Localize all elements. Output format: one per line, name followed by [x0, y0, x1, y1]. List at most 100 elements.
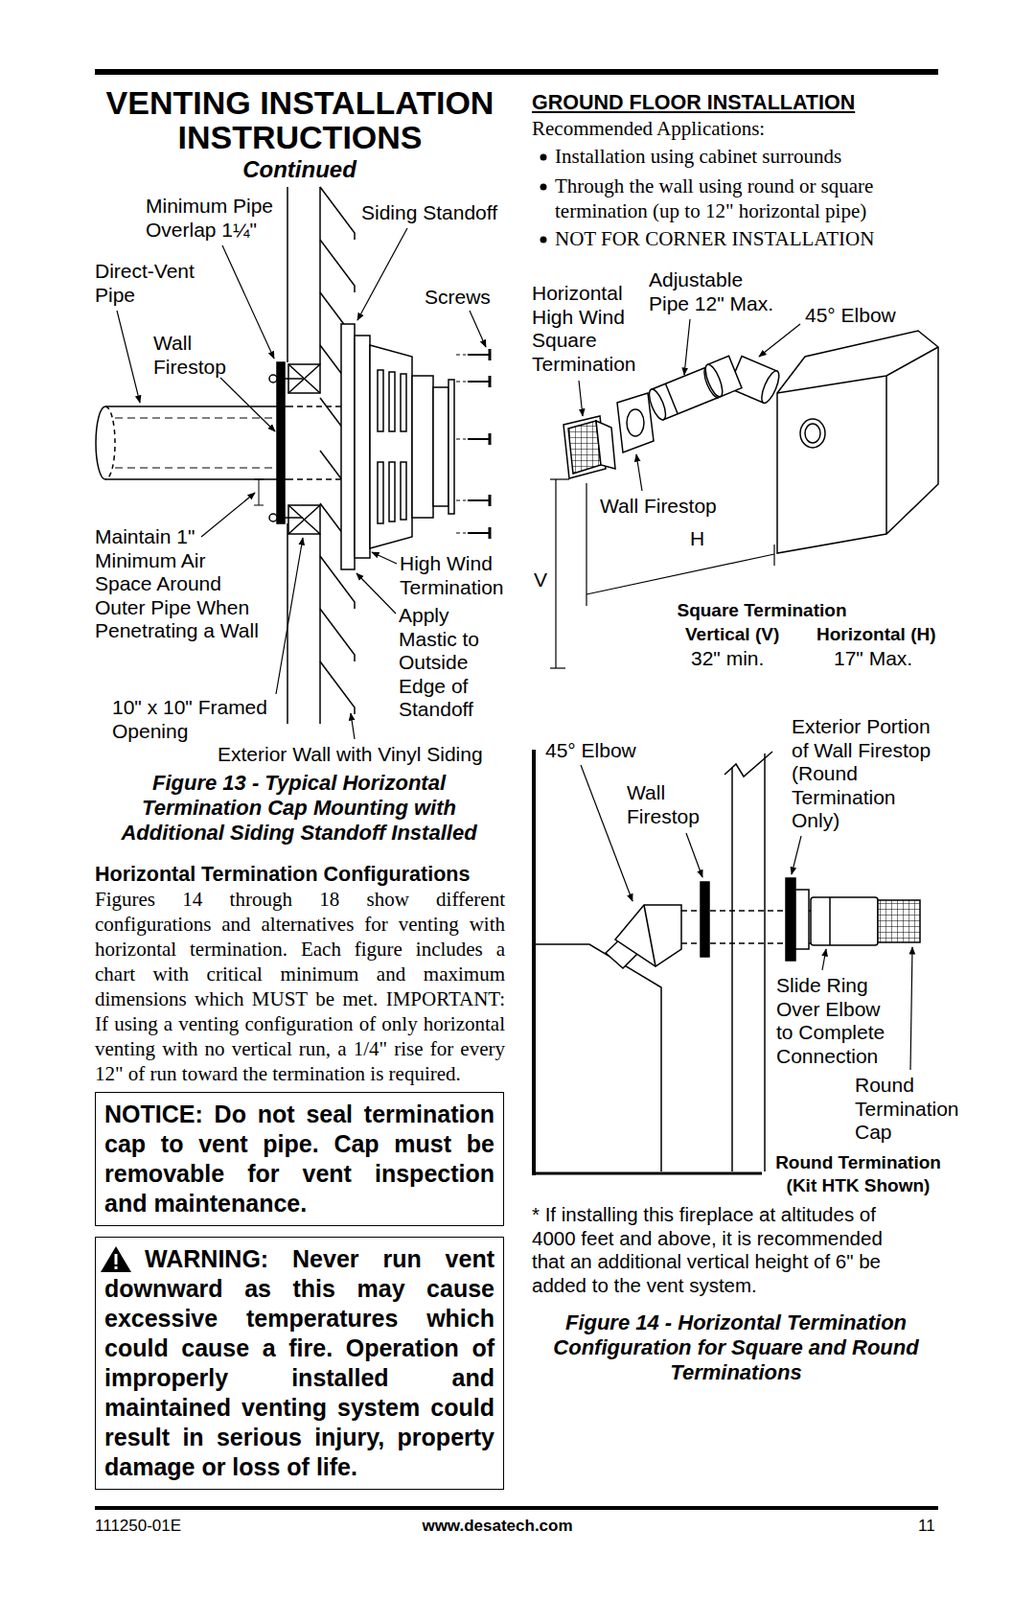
vent-termination-drawing: [467, 499, 489, 502]
vent-termination-drawing: [456, 354, 466, 533]
leader-line: [822, 948, 827, 970]
warning-text: WARNING: Never run vent downward as this…: [104, 1243, 495, 1482]
vent-termination-drawing: [288, 505, 321, 534]
bullet-item: Installation using cabinet surrounds: [554, 144, 939, 170]
figure-caption: Figure 13 - Typical Horizontal Terminati…: [102, 770, 496, 846]
dimension-line: [773, 544, 775, 566]
vent-termination-drawing: [105, 406, 115, 480]
fireplace-drawing: [702, 355, 742, 399]
part-label: Wall Firestop: [626, 781, 718, 828]
website: www.desatech.com: [401, 1516, 594, 1536]
vent-termination-drawing: [276, 516, 303, 519]
leader-line: [636, 454, 643, 491]
vent-termination-drawing: [253, 479, 264, 481]
fireplace-drawing: [702, 362, 727, 399]
vent-termination-drawing: [488, 375, 492, 388]
part-label: Wall Firestop: [599, 493, 717, 518]
vent-termination-drawing: [433, 387, 449, 506]
page-number: 11: [918, 1516, 936, 1536]
vent-termination-drawing: [115, 417, 275, 419]
round-termination-drawing: [531, 749, 536, 1175]
leader-line: [116, 310, 140, 403]
round-termination-drawing: [785, 877, 796, 961]
part-label: 45° Elbow: [545, 737, 637, 762]
vent-termination-drawing: [389, 461, 395, 522]
vent-termination-drawing: [400, 373, 407, 432]
vent-termination-drawing: [276, 362, 285, 524]
leader-line: [276, 537, 303, 694]
part-label: Minimum Pipe Overlap 1¼": [145, 194, 285, 242]
vent-termination-drawing: [287, 478, 342, 481]
vent-termination-drawing: [369, 345, 413, 549]
vent-termination-drawing: [467, 380, 489, 383]
leader-line: [910, 946, 913, 1070]
warning-icon: [100, 1245, 132, 1272]
notice-text: NOTICE: Do not seal termination cap to v…: [104, 1099, 495, 1219]
leader-line: [686, 832, 703, 877]
part-label: 45° Elbow: [805, 302, 897, 327]
vent-termination-drawing: [341, 323, 355, 570]
dimension-line: [550, 667, 566, 668]
page-rule: [94, 1505, 939, 1510]
vent-termination-drawing: [456, 532, 466, 534]
part-label: Round Termination Cap: [854, 1073, 968, 1145]
vent-termination-drawing: [354, 335, 370, 558]
warning-box: WARNING: Never run vent downward as this…: [94, 1236, 505, 1490]
leader-line: [201, 492, 255, 537]
round-termination-drawing: [644, 904, 656, 966]
round-termination-drawing: [731, 766, 734, 1172]
part-label: Screws: [424, 284, 491, 309]
vent-termination-drawing: [287, 405, 342, 408]
vent-termination-drawing: [467, 437, 489, 440]
section-heading: GROUND FLOOR INSTALLATION: [531, 90, 855, 115]
leader-line: [220, 377, 276, 432]
table-heading: Horizontal (H): [816, 622, 937, 645]
vent-termination-drawing: [258, 479, 260, 506]
leader-line: [357, 228, 408, 321]
dimension-line: [585, 483, 587, 606]
section-subtitle: Continued: [95, 155, 504, 184]
vent-termination-drawing: [115, 467, 275, 469]
leader-line: [222, 245, 275, 359]
part-label: Adjustable Pipe 12" Max.: [648, 268, 782, 316]
vent-termination-drawing: [389, 371, 395, 432]
vent-termination-drawing: [288, 505, 321, 534]
vent-termination-drawing: [286, 186, 289, 363]
part-label: Direct-Vent Pipe: [94, 259, 215, 307]
fireplace-drawing: [800, 418, 826, 448]
part-label: Wall Firestop: [153, 331, 245, 379]
leader-line: [350, 713, 355, 739]
dimension-line: [554, 479, 556, 668]
leader-line: [371, 552, 397, 564]
leader-line: [356, 573, 396, 614]
vent-termination-drawing: [377, 369, 384, 432]
round-termination-drawing: [724, 751, 773, 777]
vent-termination-drawing: [488, 433, 492, 445]
round-termination-drawing: [877, 899, 920, 943]
leader-line: [469, 310, 486, 347]
fireplace-drawing: [596, 420, 616, 469]
table-cell: 17" Max.: [833, 645, 913, 670]
fireplace-drawing: [665, 383, 678, 414]
part-label: Exterior Wall with Vinyl Siding: [217, 741, 483, 766]
vent-termination-drawing: [488, 527, 492, 539]
part-label: Horizontal High Wind Square Termination: [531, 281, 645, 376]
document-number: 111250-01E: [94, 1516, 182, 1536]
fireplace-drawing: [805, 423, 821, 443]
list-bullet: [540, 184, 548, 191]
warning-icon: [115, 1253, 118, 1265]
vent-termination-drawing: [95, 406, 288, 480]
bullet-item: Through the wall using round or square t…: [554, 174, 939, 224]
round-termination-drawing: [828, 897, 831, 945]
fireplace-drawing: [758, 368, 782, 406]
dimension-label: V: [533, 567, 548, 592]
part-label: Maintain 1" Minimum Air Space Around Out…: [94, 525, 266, 644]
vent-termination-drawing: [456, 381, 466, 383]
fireplace-drawing: [885, 375, 888, 534]
vent-termination-drawing: [467, 353, 489, 356]
fireplace-drawing: [568, 420, 601, 474]
fireplace-drawing: [626, 409, 644, 437]
dimension-label: H: [690, 526, 705, 551]
leader-line: [578, 380, 583, 416]
